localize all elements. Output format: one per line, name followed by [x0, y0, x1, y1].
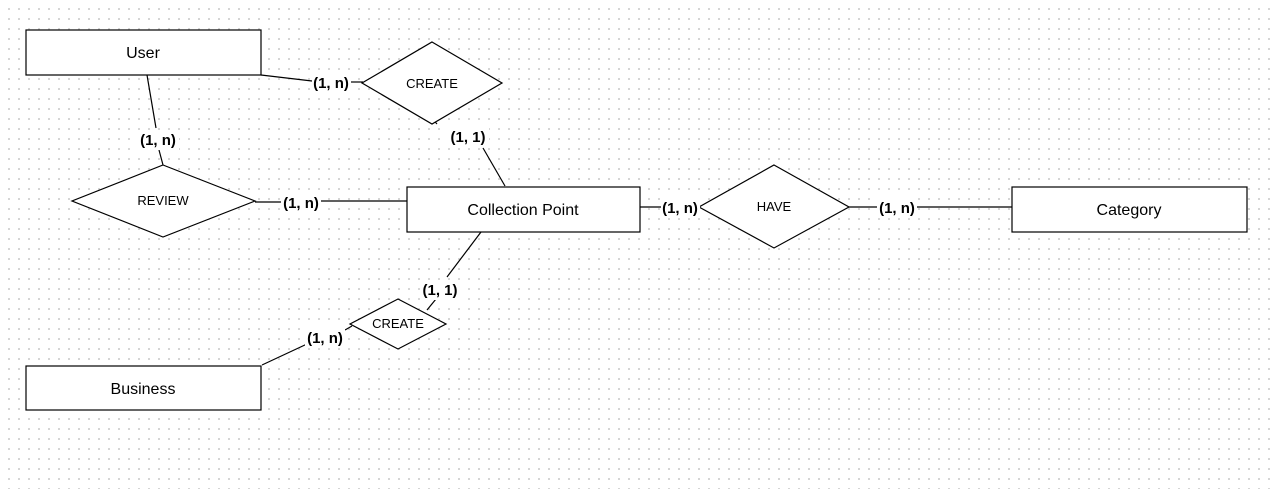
- cardinality-have-category: (1, n): [877, 198, 917, 218]
- relationship-have-label: HAVE: [757, 199, 792, 214]
- relationship-have[interactable]: HAVE: [697, 164, 851, 249]
- relationship-create-business[interactable]: CREATE: [348, 298, 448, 350]
- cardinality-review-cp: (1, n): [281, 193, 321, 213]
- cardinality-cp-create-business-label: (1, 1): [422, 282, 457, 299]
- cardinality-cp-create-business: (1, 1): [420, 280, 461, 300]
- cardinality-have-category-label: (1, n): [879, 200, 915, 217]
- entity-category[interactable]: Category: [1011, 186, 1248, 233]
- connectors: [146, 74, 1012, 366]
- cardinality-user-create: (1, n): [312, 72, 351, 92]
- cardinality-create-cp: (1, 1): [448, 126, 489, 146]
- cardinality-cp-have-label: (1, n): [662, 200, 698, 217]
- cardinality-business-create: (1, n): [305, 328, 345, 348]
- connector-create-card-collection-point: [482, 147, 506, 187]
- cardinality-user-create-label: (1, n): [313, 75, 349, 92]
- entity-category-label: Category: [1097, 202, 1162, 219]
- cardinality-user-review-label: (1, n): [140, 132, 176, 149]
- relationship-review-label: REVIEW: [137, 193, 189, 208]
- relationship-create-user[interactable]: CREATE: [360, 41, 504, 125]
- cardinality-review-cp-label: (1, n): [283, 195, 319, 212]
- connector-review-card: [158, 149, 164, 166]
- entity-user[interactable]: User: [25, 29, 262, 76]
- cardinality-create-cp-label: (1, 1): [450, 129, 485, 146]
- cardinality-cp-have: (1, n): [661, 198, 700, 218]
- connector-business-card: [261, 343, 308, 366]
- entity-business[interactable]: Business: [25, 365, 262, 411]
- relationship-create-user-label: CREATE: [406, 76, 458, 91]
- entity-collection-point-label: Collection Point: [467, 202, 579, 219]
- entity-user-label: User: [126, 45, 160, 62]
- entity-collection-point[interactable]: Collection Point: [406, 186, 641, 233]
- relationship-create-business-label: CREATE: [372, 316, 424, 331]
- entity-business-label: Business: [111, 381, 176, 398]
- cardinality-business-create-label: (1, n): [307, 330, 343, 347]
- connector-user-review: [146, 74, 157, 129]
- connector-collection-point-create: [446, 231, 482, 278]
- cardinality-user-review: (1, n): [138, 130, 179, 150]
- connector-create-card-business: [426, 298, 437, 311]
- connector-card-create-business: [344, 325, 353, 331]
- relationship-review[interactable]: REVIEW: [70, 164, 257, 238]
- connector-user-create: [260, 74, 313, 82]
